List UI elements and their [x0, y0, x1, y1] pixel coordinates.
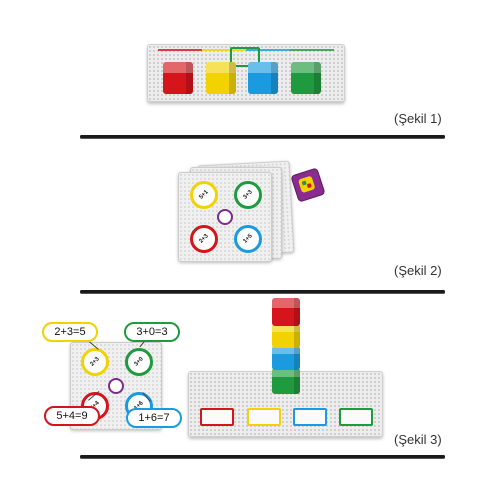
divider-2 — [80, 290, 445, 293]
yellow-cube — [272, 324, 301, 348]
card-disc: 1+5 — [234, 225, 262, 253]
equation-oval: 5+4=9 — [44, 406, 100, 426]
center-disc — [217, 209, 233, 225]
card-disc: 2+3 — [190, 225, 218, 253]
blue-cube — [248, 62, 278, 94]
pegboard — [188, 371, 383, 437]
red-cube — [163, 62, 193, 94]
top-slot — [230, 47, 260, 67]
equation-oval: 2+3=5 — [42, 322, 98, 342]
divider-3 — [80, 455, 445, 458]
green-cube — [272, 368, 301, 394]
card-disc: 3+0 — [125, 348, 153, 376]
equation-oval: 1+6=7 — [126, 408, 182, 428]
board-top-stripe — [158, 49, 334, 51]
figure-2-caption: (Şekil 2) — [394, 263, 442, 278]
figure-3-caption: (Şekil 3) — [394, 432, 442, 447]
purple-die — [290, 167, 326, 203]
yellow-cube — [206, 62, 236, 94]
green-cube — [291, 62, 321, 94]
answer-slot — [200, 408, 234, 426]
game-card: 5+1 3+3 2+3 1+5 — [178, 172, 272, 262]
equation-oval: 3+0=3 — [124, 322, 180, 342]
die-face-icon — [297, 175, 316, 194]
answer-slot — [293, 408, 327, 426]
answer-slot — [339, 408, 373, 426]
red-cube — [272, 298, 301, 326]
blue-cube — [272, 346, 301, 370]
card-disc: 5+1 — [190, 181, 218, 209]
answer-slot — [247, 408, 281, 426]
figure-1-caption: (Şekil 1) — [394, 111, 442, 126]
center-disc — [108, 378, 124, 394]
card-disc: 3+3 — [234, 181, 262, 209]
card-disc: 2+3 — [81, 348, 109, 376]
divider-1 — [80, 135, 445, 138]
